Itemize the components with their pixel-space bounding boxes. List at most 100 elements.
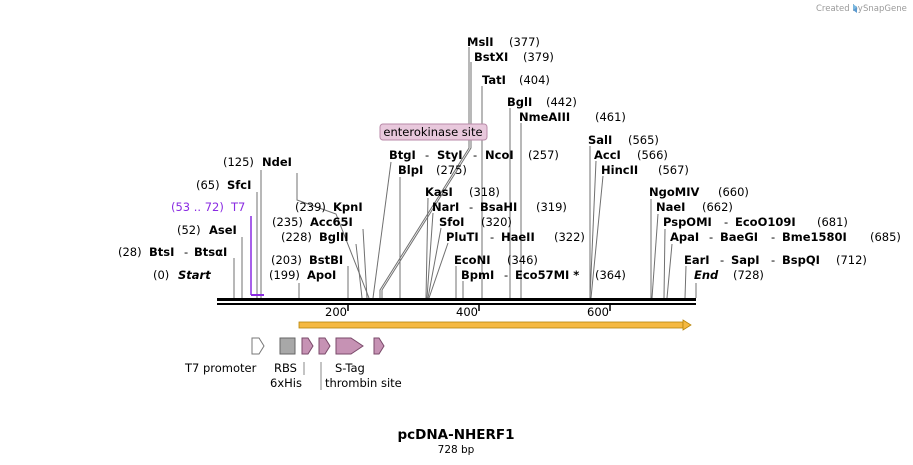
enterokinase-feature-arrow[interactable] — [373, 337, 385, 355]
pos-bpmi: (364) — [595, 268, 626, 282]
label-start[interactable]: Start — [178, 268, 211, 282]
pos-kasi: (318) — [469, 185, 500, 199]
bpmi-sep1: - — [504, 268, 508, 282]
enzyme-ecoo109i[interactable]: EcoO109I — [735, 215, 796, 229]
enzyme-pluti[interactable]: PluTI — [446, 230, 479, 244]
acc65i-leader — [362, 228, 368, 299]
pos-start: (0) — [153, 268, 169, 282]
pos-bglii: (228) — [281, 230, 312, 244]
enzyme-btsi[interactable]: BtsI — [149, 245, 174, 259]
ruler: 200 400 600 — [325, 305, 611, 319]
hincii-leader — [590, 175, 604, 299]
enzyme-naei[interactable]: NaeI — [656, 200, 685, 214]
ruler-label-400: 400 — [456, 305, 478, 319]
enzyme-bspqi[interactable]: BspQI — [782, 253, 820, 267]
pos-bstxi: (379) — [523, 50, 554, 64]
pos-nmeaiii: (461) — [595, 110, 626, 124]
pluti-sep1: - — [490, 230, 494, 244]
enzyme-kpni[interactable]: KpnI — [333, 200, 363, 214]
btgi-sep2: - — [473, 148, 477, 162]
apai-sep1: - — [709, 230, 713, 244]
enzyme-bglii[interactable]: BglII — [319, 230, 349, 244]
pos-bgli: (442) — [546, 95, 577, 109]
orf-arrow[interactable] — [298, 319, 692, 331]
s-tag-arrow[interactable] — [335, 337, 364, 355]
pos-btsi: (28) — [118, 245, 142, 259]
pos-sfoi: (320) — [481, 215, 512, 229]
enzyme-apai[interactable]: ApaI — [670, 230, 699, 244]
rbs-box[interactable] — [279, 337, 296, 355]
enzyme-ngomiv[interactable]: NgoMIV — [649, 185, 699, 199]
enzyme-baegi[interactable]: BaeGI — [720, 230, 758, 244]
enzyme-bstbi[interactable]: BstBI — [309, 253, 343, 267]
eari-sep1: - — [720, 253, 724, 267]
label-end[interactable]: End — [694, 268, 719, 282]
pos-kpni: (239) — [295, 200, 326, 214]
plasmid-length: 728 bp — [438, 444, 475, 456]
enzyme-bsahi[interactable]: BsaHI — [480, 200, 517, 214]
enzyme-styi[interactable]: StyI — [437, 148, 463, 162]
pspomi-leader — [663, 228, 666, 299]
pos-eari: (712) — [836, 253, 867, 267]
pos-sfci: (65) — [196, 178, 220, 192]
eari-sep2: - — [771, 253, 775, 267]
enzyme-acc65i[interactable]: Acc65I — [310, 215, 353, 229]
enzyme-haeii[interactable]: HaeII — [501, 230, 535, 244]
thrombin-site-arrow[interactable] — [318, 337, 331, 355]
pos-msli: (377) — [509, 35, 540, 49]
pos-ndei: (125) — [223, 155, 254, 169]
acci-leader — [589, 160, 597, 299]
enzyme-btgi[interactable]: BtgI — [389, 148, 416, 162]
btgi-leader — [372, 161, 392, 299]
enzyme-apoi[interactable]: ApoI — [307, 268, 336, 282]
enzyme-tati[interactable]: TatI — [482, 73, 506, 87]
kasi-leader — [425, 197, 429, 299]
enterokinase-site[interactable]: enterokinase site — [379, 123, 488, 141]
enzyme-blpi[interactable]: BlpI — [398, 163, 423, 177]
apai-sep2: - — [771, 230, 775, 244]
his-tag-arrow[interactable] — [301, 337, 314, 355]
pos-btgi: (257) — [528, 148, 559, 162]
enzyme-nari[interactable]: NarI — [432, 200, 459, 214]
enzyme-bme1580i[interactable]: Bme1580I — [782, 230, 847, 244]
pos-nari: (319) — [536, 200, 567, 214]
enzyme-kasi[interactable]: KasI — [425, 185, 453, 199]
enzyme-hincii[interactable]: HincII — [601, 163, 638, 177]
pos-acci: (566) — [637, 148, 668, 162]
enzyme-eco57mi[interactable]: Eco57MI * — [515, 268, 579, 282]
enterokinase-label: enterokinase site — [383, 125, 482, 139]
enzyme-bstxi[interactable]: BstXI — [474, 50, 508, 64]
pos-hincii: (567) — [658, 163, 689, 177]
t7-site-label[interactable]: T7 — [230, 200, 245, 214]
enzyme-acci[interactable]: AccI — [594, 148, 621, 162]
enzyme-msli[interactable]: MslI — [467, 35, 494, 49]
naei-leader — [651, 213, 659, 299]
enzyme-sapi[interactable]: SapI — [731, 253, 760, 267]
pos-apai: (685) — [870, 230, 901, 244]
enzyme-sfci[interactable]: SfcI — [227, 178, 251, 192]
bglii-leader — [355, 243, 363, 299]
enzyme-eari[interactable]: EarI — [684, 253, 710, 267]
enzyme-ndei[interactable]: NdeI — [262, 155, 292, 169]
enzyme-btsalphai[interactable]: BtsαI — [194, 245, 227, 259]
pos-naei: (662) — [702, 200, 733, 214]
enzyme-bpmi[interactable]: BpmI — [461, 268, 494, 282]
pos-econi: (346) — [507, 253, 538, 267]
enzyme-sfoi[interactable]: SfoI — [439, 215, 464, 229]
pspomi-sep1: - — [724, 215, 728, 229]
enzyme-sali[interactable]: SalI — [588, 133, 612, 147]
feature-label-rbs: RBS — [274, 361, 297, 375]
t7-site-marker — [250, 216, 264, 296]
pos-end: (728) — [733, 268, 764, 282]
apai-leader — [666, 243, 673, 299]
enzyme-bgli[interactable]: BglI — [507, 95, 532, 109]
enzyme-asei[interactable]: AseI — [209, 223, 237, 237]
enzyme-pspomi[interactable]: PspOMI — [663, 215, 712, 229]
nari-leader — [426, 212, 434, 299]
t7-promoter-arrow[interactable] — [251, 337, 265, 355]
pluti-leader — [428, 242, 449, 299]
enzyme-nmeaiii[interactable]: NmeAIII — [519, 110, 570, 124]
enzyme-econi[interactable]: EcoNI — [454, 253, 490, 267]
enzyme-ncoi[interactable]: NcoI — [485, 148, 514, 162]
